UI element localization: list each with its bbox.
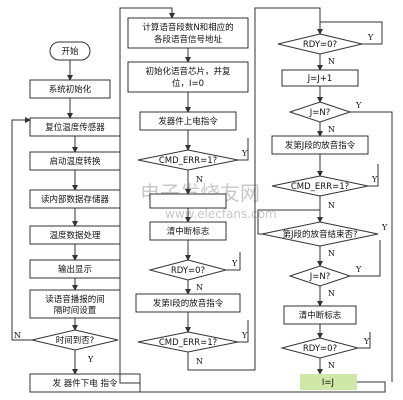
edge-loop bbox=[11, 117, 32, 341]
rdy-2-yes: Y bbox=[367, 33, 374, 42]
play-end-yes: Y bbox=[381, 223, 388, 232]
power-down-label: 发 器件下电 指令 bbox=[53, 378, 118, 389]
edge-loop bbox=[320, 21, 383, 45]
play-end-no: N bbox=[328, 249, 335, 258]
play-end-label: 第J段的放音结束否? bbox=[282, 229, 357, 240]
cmd-err-3-yes: Y bbox=[371, 175, 378, 184]
interval-label-2: 隔时间设置 bbox=[54, 305, 97, 316]
cmd-err-2-yes: Y bbox=[241, 331, 248, 340]
reset-sensor-label: 复位温度传感器 bbox=[45, 122, 105, 133]
init-chip-label-2: 位，I=0 bbox=[172, 78, 204, 89]
play-first-label: 发第I段的放音指令 bbox=[153, 298, 224, 309]
j-eq-n-2-yes: Y bbox=[355, 265, 362, 274]
time-up-no: N bbox=[14, 331, 21, 340]
cmd-err-3-no: N bbox=[328, 201, 335, 210]
calc-label-2: 各段语音信号地址 bbox=[154, 34, 223, 45]
rdy-label-1: RDY=0? bbox=[171, 266, 205, 276]
edge-loop bbox=[350, 240, 381, 277]
power-up-label: 发器件上电指令 bbox=[158, 116, 218, 127]
clear-irq-label-1: 清中断标志 bbox=[167, 226, 210, 237]
calc-label-1: 计算语音段数N和相应的 bbox=[142, 22, 233, 33]
cmd-err-label-3: CMD_ERR=1? bbox=[291, 182, 349, 192]
read-memory-label: 读内部数据存储器 bbox=[41, 194, 110, 205]
edge-loop bbox=[226, 252, 241, 271]
interval-box bbox=[29, 289, 121, 319]
cmd-err-1-yes: Y bbox=[241, 149, 248, 158]
edge-exit bbox=[350, 111, 393, 382]
edge-loop bbox=[257, 209, 320, 235]
process-label: 温度数据处理 bbox=[49, 230, 101, 241]
calc-segments-box bbox=[127, 17, 249, 49]
init-chip-label-1: 初始化语音芯片，并复 bbox=[145, 66, 231, 77]
j-eq-n-yes: Y bbox=[355, 101, 362, 110]
edge-loop bbox=[238, 138, 249, 161]
edge-loop bbox=[238, 320, 249, 343]
cmd-err-label-2: CMD_ERR=1? bbox=[159, 338, 217, 348]
edge-loop bbox=[358, 332, 371, 349]
final-label: I=J bbox=[322, 378, 334, 388]
j-eq-n-label: J=N? bbox=[309, 108, 331, 118]
rdy-label-2: RDY=0? bbox=[303, 40, 337, 50]
time-up-yes: Y bbox=[87, 355, 94, 364]
play-j-label: 发第J段的放音指令 bbox=[285, 140, 356, 151]
init-chip-box bbox=[127, 61, 249, 93]
partial-box bbox=[149, 193, 227, 209]
rdy-2-no: N bbox=[328, 57, 335, 66]
edge-to-col2 bbox=[119, 7, 175, 384]
clear-irq-label-2: 清中断标志 bbox=[299, 310, 342, 321]
time-up-label: 时间到否? bbox=[56, 335, 95, 346]
init-label: 系统初始化 bbox=[49, 84, 92, 95]
rdy-label-3: RDY=0? bbox=[303, 344, 337, 354]
watermark-url: www.elecfans.com bbox=[165, 207, 277, 221]
edge-return bbox=[140, 381, 386, 393]
j-eq-n-2-no: N bbox=[328, 289, 335, 298]
rdy-1-yes: Y bbox=[231, 259, 238, 268]
rdy-1-no: N bbox=[196, 283, 203, 292]
cmd-err-label-1: CMD_ERR=1? bbox=[159, 156, 217, 166]
edge-to-col3 bbox=[187, 7, 323, 371]
cmd-err-2-no: N bbox=[196, 357, 203, 366]
start-conversion-label: 启动温度转换 bbox=[49, 156, 101, 167]
start-label: 开始 bbox=[61, 46, 79, 57]
cmd-err-1-no: N bbox=[196, 175, 203, 184]
rdy-3-no: N bbox=[328, 361, 335, 370]
j-eq-n-no: N bbox=[328, 125, 335, 134]
display-label: 输出显示 bbox=[58, 264, 92, 275]
rdy-3-yes: Y bbox=[363, 337, 370, 346]
inc-label: J=J+1 bbox=[307, 74, 333, 84]
interval-label-1: 读语音播报的间 bbox=[45, 294, 105, 305]
final-box bbox=[300, 374, 357, 390]
j-eq-n-label-2: J=N? bbox=[309, 272, 331, 282]
edge-loop bbox=[368, 164, 379, 187]
